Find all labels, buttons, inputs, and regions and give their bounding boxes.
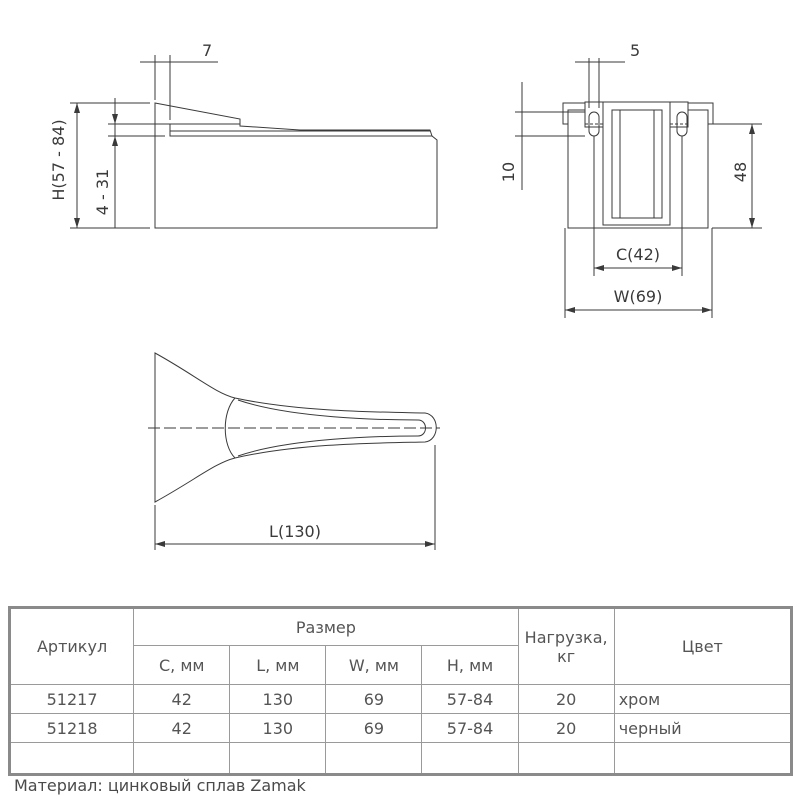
dim-width: W(69) [614, 287, 663, 306]
dim-clamp-range: 4 - 31 [93, 169, 112, 215]
side-view-plate [169, 123, 433, 137]
table-row-empty [7, 742, 794, 776]
cell-article: 51217 [7, 684, 135, 714]
header-load: Нагрузка, кг [517, 606, 615, 685]
cell-w: 69 [325, 713, 423, 743]
header-c: C, мм [133, 645, 231, 685]
technical-drawing: 7 H(57 - 84) 4 - 31 5 [49, 41, 762, 550]
front-view-inner [611, 109, 663, 219]
top-view: L(130) [148, 352, 440, 550]
table-row: 51218 42 130 69 57-84 20 черный [7, 713, 794, 743]
side-view-body [154, 123, 438, 229]
cell-h: 57-84 [421, 713, 519, 743]
table-row: 51217 42 130 69 57-84 20 хром [7, 684, 794, 714]
header-h: H, мм [421, 645, 519, 685]
cell-c: 42 [133, 684, 231, 714]
dim-body-height: 48 [731, 162, 750, 182]
spec-table: Артикул Размер Нагрузка, кг Цвет C, мм L… [7, 606, 794, 776]
dim-center-distance: C(42) [616, 245, 660, 264]
dim-offset-top: 7 [202, 41, 212, 60]
cell-c: 42 [133, 713, 231, 743]
header-w: W, мм [325, 645, 423, 685]
front-view: 5 10 48 C(42) W(69) [499, 41, 762, 318]
dim-height-range: H(57 - 84) [49, 119, 68, 200]
cell-load: 20 [517, 713, 615, 743]
cell-color: черный [613, 713, 794, 743]
cell-article: 51218 [7, 713, 135, 743]
dim-slot-width: 5 [630, 41, 640, 60]
header-size: Размер [133, 606, 519, 646]
cell-w: 69 [325, 684, 423, 714]
front-view-insert [602, 101, 671, 226]
header-article: Артикул [7, 606, 135, 685]
cell-load: 20 [517, 684, 615, 714]
cell-l: 130 [229, 713, 327, 743]
cell-l: 130 [229, 684, 327, 714]
cell-color: хром [613, 684, 794, 714]
header-l: L, мм [229, 645, 327, 685]
dim-length: L(130) [269, 522, 321, 541]
side-view-wedge [154, 102, 241, 125]
header-color: Цвет [613, 606, 794, 685]
cell-h: 57-84 [421, 684, 519, 714]
side-view: 7 H(57 - 84) 4 - 31 [49, 41, 438, 229]
dim-slot-height: 10 [499, 162, 518, 182]
material-note: Материал: цинковый сплав Zamak [14, 776, 306, 795]
